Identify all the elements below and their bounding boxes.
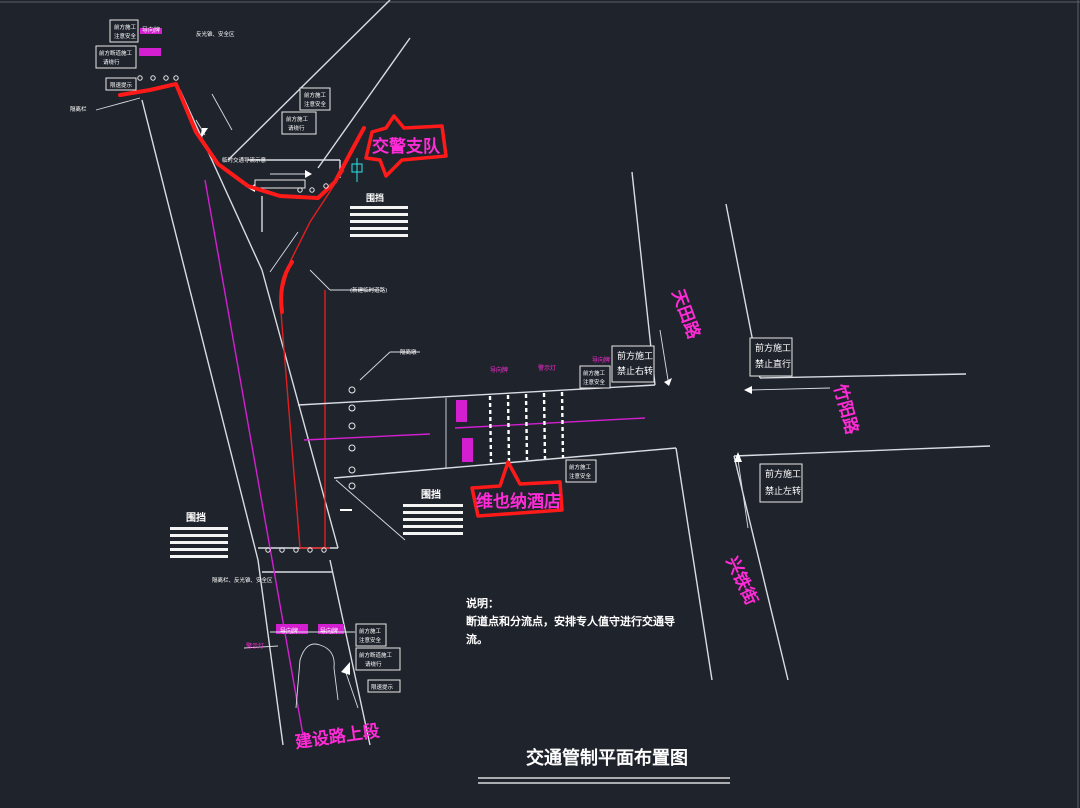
svg-text:注意安全: 注意安全 [304,100,327,108]
sign-limit: 限速提示 [105,77,137,91]
sign-right-2: 前方施工 禁止直行 [749,337,793,377]
mag-label-2: 导向牌 [490,366,508,374]
label-liedang: 隔离栏 [70,105,87,113]
mag-label-6: 导向牌 [280,627,298,635]
sign-mid-1: 前方施工 注意安全 [299,87,331,111]
label-zhuanyi: 临时交通导流示意 [222,156,267,164]
svg-text:请绕行: 请绕行 [103,58,120,66]
sign-small-2: 前方施工 注意安全 [565,459,597,483]
fence-label-3: 围挡 [186,511,206,524]
svg-text:禁止右转: 禁止右转 [617,365,653,377]
label-guanggao: 隔离墩 [400,348,417,356]
sign-right-3: 前方施工 禁止左转 [759,463,803,503]
svg-text:请绕行: 请绕行 [288,124,305,132]
label-anquan1: 反光锥、安全区 [196,30,235,38]
svg-text:前方施工: 前方施工 [569,463,592,471]
street-tiantian: 天田路 [667,287,705,343]
mag-label-7: 导向牌 [320,627,338,635]
street-jiaojing: 交警支队 [372,136,441,157]
street-weiyena: 维也纳酒店 [476,491,561,512]
svg-text:前方施工: 前方施工 [359,627,382,635]
svg-text:注意安全: 注意安全 [569,472,592,480]
svg-text:前方施工: 前方施工 [617,350,653,362]
zebra-crossing [488,391,565,463]
callout-weiyena: 维也纳酒店 [470,460,564,518]
street-xingtie: 兴铁街 [721,553,762,608]
construction-boundary-top [118,82,366,200]
svg-text:禁止直行: 禁止直行 [755,358,791,370]
svg-text:前方施工: 前方施工 [583,369,606,377]
svg-text:禁止左转: 禁止左转 [765,485,801,497]
mag-label-4: 导向牌 [592,356,610,364]
fence-label-2: 围挡 [421,488,441,501]
fence-block-1: 围挡 [350,192,408,237]
svg-text:前方施工: 前方施工 [304,91,327,99]
street-jianshe: 建设路上段 [294,720,381,753]
sign-bottom-1: 前方施工 注意安全 [355,623,387,647]
fence-block-2: 围挡 [403,488,463,535]
svg-text:前方断道施工: 前方断道施工 [99,49,133,57]
street-zhuyang: 竹阳路 [829,381,863,438]
callout-jiaojing: 交警支队 [364,114,448,178]
svg-text:前方施工: 前方施工 [286,115,309,123]
center-line [204,179,304,736]
label-newroad: (新建临时道路) [350,286,387,294]
sign-top-2: 前方断道施工 请绕行 [95,45,137,69]
mag-label-5: 警示灯 [246,642,264,650]
notes-line-1: 断道点和分流点，安排专人值守进行交通导 [466,614,675,628]
notes: 说明： 断道点和分流点，安排专人值守进行交通导 流。 [466,596,675,646]
u-turn [243,547,359,709]
construction-boundary-mid [279,169,345,549]
sign-top-1: 前方施工 注意安全 [109,19,139,43]
upper-roads [195,0,411,273]
svg-text:限速提示: 限速提示 [371,683,394,691]
mag-label-1: 导向牌 [142,26,160,34]
sign-bottom-2: 前方断道施工 请绕行 [355,647,401,671]
cones-top [137,75,329,193]
sign-small-1: 前方施工 注意安全 [579,365,611,389]
svg-text:限速提示: 限速提示 [110,81,133,89]
camera-icon [351,158,363,182]
svg-text:前方施工: 前方施工 [114,23,137,31]
svg-text:注意安全: 注意安全 [114,32,137,40]
fence-label-1: 围挡 [366,192,384,204]
right-roads [631,171,991,681]
drawing-title: 交通管制平面布置图 [526,747,688,769]
fence-block-3: 围挡 [170,511,228,558]
svg-text:注意安全: 注意安全 [583,378,606,386]
title-block: 交通管制平面布置图 [478,747,730,784]
label-jiaojiao: 隔离栏、反光锥、安全区 [212,576,273,584]
svg-text:注意安全: 注意安全 [359,636,382,644]
svg-text:前方施工: 前方施工 [755,342,791,354]
svg-text:请绕行: 请绕行 [365,660,382,668]
notes-heading: 说明： [466,596,499,610]
main-road [141,89,371,746]
notes-line-2: 流。 [466,632,488,646]
sign-mid-2: 前方施工 请绕行 [281,111,317,135]
sign-right-1: 前方施工 禁止右转 [611,345,655,383]
sign-bottom-3: 限速提示 [367,679,401,693]
svg-text:前方断道施工: 前方断道施工 [359,651,393,659]
temp-road-curve [279,260,294,314]
svg-text:前方施工: 前方施工 [765,468,801,480]
mag-label-3: 警示灯 [538,364,556,372]
